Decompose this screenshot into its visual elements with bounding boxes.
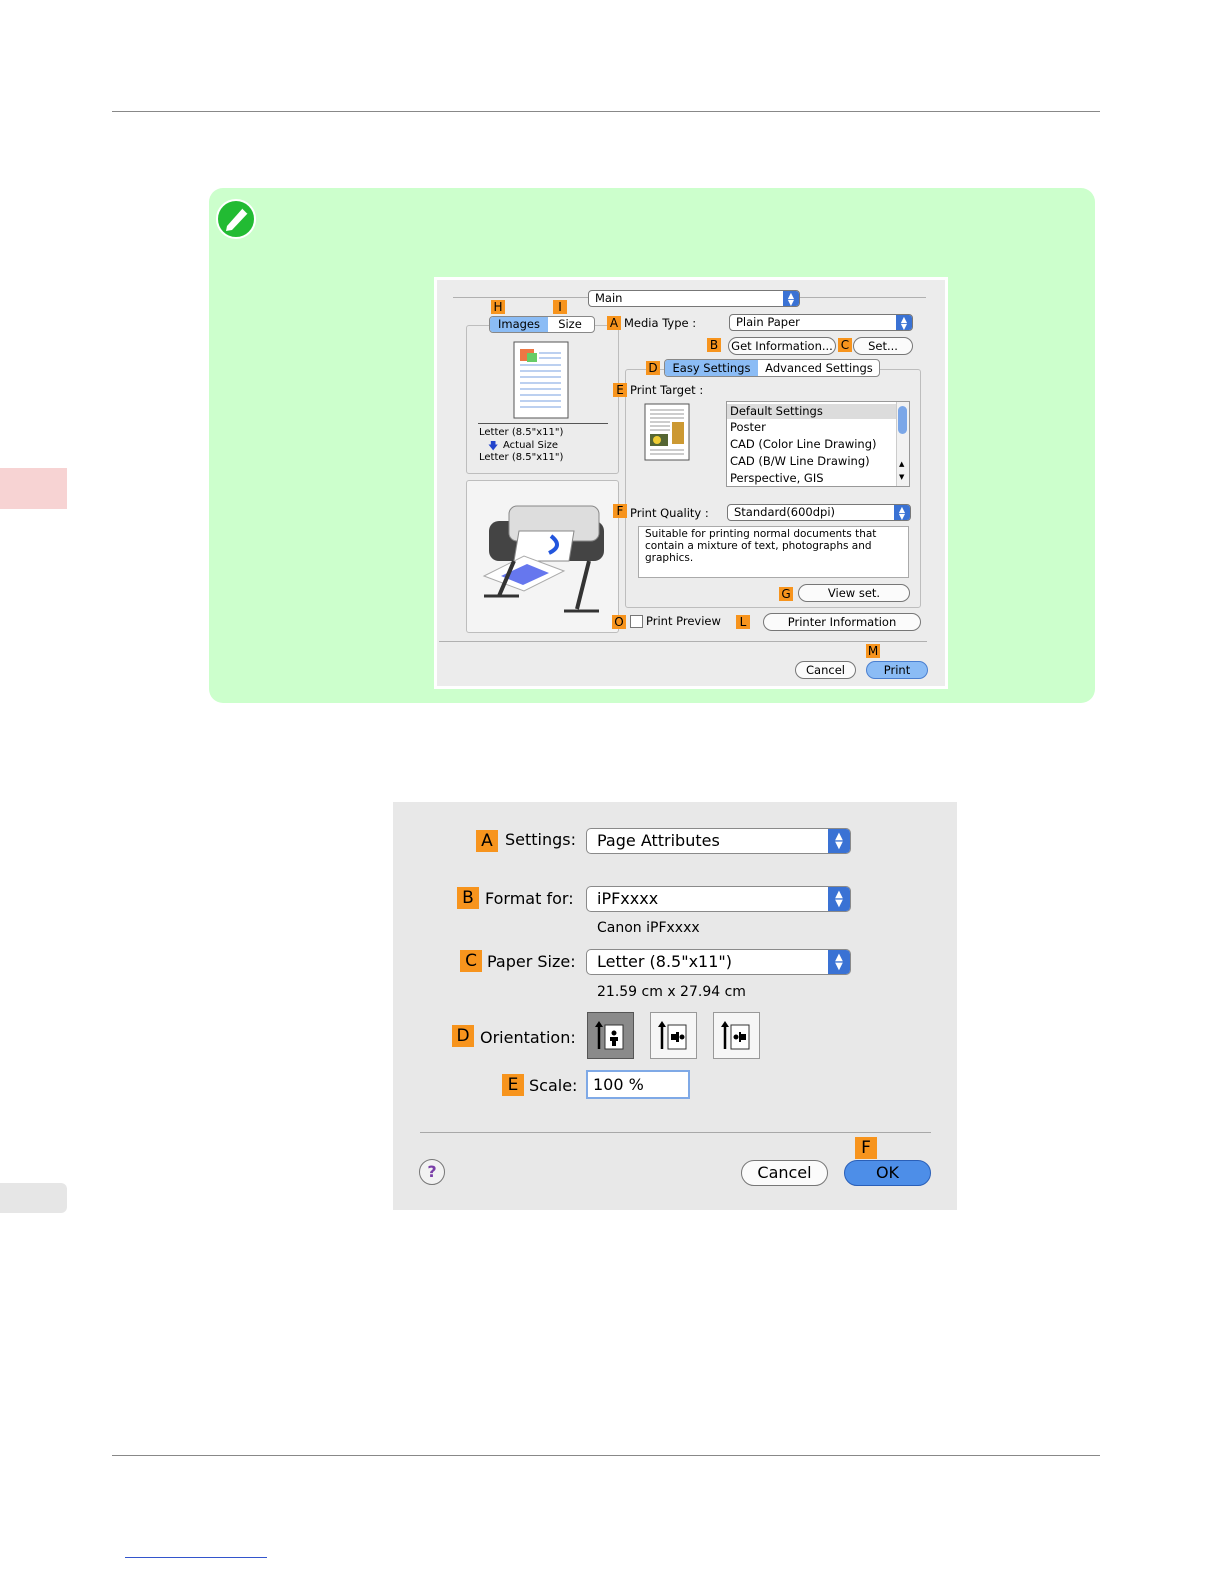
- main-popup[interactable]: Main ▲▼: [588, 290, 800, 307]
- header-rule: [112, 111, 1100, 112]
- print-preview-label: Print Preview: [646, 614, 721, 628]
- label-a: A: [476, 830, 498, 852]
- orientation-label: Orientation:: [480, 1028, 576, 1047]
- help-button[interactable]: ?: [419, 1159, 445, 1185]
- popup-arrows-icon: ▲▼: [828, 887, 850, 911]
- popup-arrows-icon: ▲▼: [894, 505, 910, 521]
- popup-arrows-icon: ▲▼: [896, 315, 912, 331]
- portrait-icon: [595, 1021, 624, 1050]
- page-tab: [0, 1183, 67, 1213]
- paper-dimensions-text: 21.59 cm x 27.94 cm: [597, 984, 746, 1000]
- preview-scale: Actual Size: [503, 440, 559, 451]
- view-set-button[interactable]: View set.: [798, 584, 910, 602]
- orientation-portrait-button[interactable]: [587, 1012, 634, 1059]
- note-pencil-icon: [216, 199, 256, 239]
- label-h: H: [491, 300, 505, 314]
- settings-label: Settings:: [505, 830, 577, 849]
- media-type-popup[interactable]: Plain Paper ▲▼: [729, 314, 913, 331]
- tab-size[interactable]: Size: [558, 317, 582, 331]
- print-target-label: Print Target :: [630, 383, 704, 397]
- media-type-label: Media Type :: [624, 316, 697, 330]
- scale-label: Scale:: [529, 1076, 578, 1095]
- list-item[interactable]: CAD (B/W Line Drawing): [730, 454, 870, 468]
- list-item[interactable]: Default Settings: [727, 404, 900, 419]
- tab-easy-settings[interactable]: Easy Settings: [665, 360, 758, 376]
- ok-button[interactable]: OK: [844, 1160, 931, 1186]
- paper-size-value: Letter (8.5"x11"): [597, 952, 733, 971]
- label-l: L: [736, 615, 750, 629]
- down-arrow-icon: 🡇: [488, 441, 499, 452]
- label-i: I: [553, 300, 567, 314]
- dialog-separator: [420, 1132, 931, 1133]
- footer-link-underline[interactable]: [125, 1557, 267, 1558]
- label-m: M: [866, 644, 880, 658]
- label-o: O: [612, 615, 626, 629]
- label-c: C: [460, 950, 482, 972]
- settings-popup[interactable]: Page Attributes ▲▼: [586, 828, 851, 854]
- footer-rule: [112, 1455, 1100, 1456]
- label-e: E: [613, 383, 627, 397]
- popup-arrows-icon: ▲▼: [828, 950, 850, 974]
- print-quality-label: Print Quality :: [630, 506, 709, 520]
- print-quality-popup[interactable]: Standard(600dpi) ▲▼: [727, 504, 911, 521]
- reverse-landscape-icon: [721, 1021, 750, 1050]
- label-d: D: [646, 361, 660, 375]
- orientation-reverse-landscape-button[interactable]: [713, 1012, 760, 1059]
- tab-images[interactable]: Images: [490, 317, 548, 332]
- preview-paper-size: Letter (8.5"x11"): [479, 427, 564, 438]
- scroll-up-icon[interactable]: ▲: [899, 460, 905, 468]
- landscape-icon: [658, 1021, 687, 1050]
- label-d: D: [452, 1025, 474, 1047]
- set-button[interactable]: Set...: [853, 337, 913, 355]
- paper-size-label: Paper Size:: [487, 952, 576, 971]
- list-item[interactable]: Perspective, GIS: [730, 471, 824, 485]
- cancel-button[interactable]: Cancel: [741, 1160, 828, 1186]
- scroll-thumb[interactable]: [898, 406, 907, 434]
- scroll-down-icon[interactable]: ▼: [899, 473, 905, 481]
- label-a: A: [607, 316, 621, 330]
- chapter-tab: [0, 468, 67, 509]
- list-item[interactable]: CAD (Color Line Drawing): [730, 437, 877, 451]
- label-f: F: [855, 1137, 877, 1159]
- paper-size-popup[interactable]: Letter (8.5"x11") ▲▼: [586, 949, 851, 975]
- list-item[interactable]: Poster: [730, 420, 766, 434]
- print-button[interactable]: Print: [866, 661, 928, 679]
- format-for-value: iPFxxxx: [597, 889, 659, 908]
- preview-output-size: Letter (8.5"x11"): [479, 452, 564, 463]
- label-f: F: [613, 504, 627, 518]
- cancel-button[interactable]: Cancel: [795, 661, 856, 679]
- settings-value: Page Attributes: [597, 831, 720, 850]
- printer-information-button[interactable]: Printer Information: [763, 613, 921, 631]
- get-information-button[interactable]: Get Information...: [728, 337, 836, 355]
- label-e: E: [502, 1074, 524, 1096]
- format-for-label: Format for:: [485, 889, 574, 908]
- main-popup-label: Main: [595, 291, 623, 305]
- bottom-separator: [439, 641, 927, 642]
- list-scrollbar[interactable]: ▲ ▼: [896, 402, 909, 486]
- print-preview-checkbox[interactable]: [630, 615, 643, 628]
- quality-description: Suitable for printing normal documents t…: [638, 526, 909, 578]
- popup-arrows-icon: ▲▼: [828, 829, 850, 853]
- popup-arrows-icon: ▲▼: [783, 291, 799, 307]
- print-quality-value: Standard(600dpi): [734, 505, 836, 519]
- tab-advanced-settings[interactable]: Advanced Settings: [765, 361, 873, 375]
- page-preview-icon: [513, 341, 569, 419]
- label-c: C: [838, 338, 852, 352]
- printer-model-text: Canon iPFxxxx: [597, 920, 700, 936]
- scale-input[interactable]: 100 %: [586, 1070, 690, 1099]
- preview-divider: [478, 423, 608, 424]
- orientation-landscape-button[interactable]: [650, 1012, 697, 1059]
- label-b: B: [707, 338, 721, 352]
- media-type-value: Plain Paper: [736, 315, 800, 329]
- print-target-list[interactable]: Default Settings Poster CAD (Color Line …: [726, 401, 910, 487]
- print-target-thumbnail-icon: [644, 403, 690, 461]
- label-b: B: [457, 887, 479, 909]
- format-for-popup[interactable]: iPFxxxx ▲▼: [586, 886, 851, 912]
- printer-image: [482, 505, 604, 613]
- label-g: G: [779, 587, 793, 601]
